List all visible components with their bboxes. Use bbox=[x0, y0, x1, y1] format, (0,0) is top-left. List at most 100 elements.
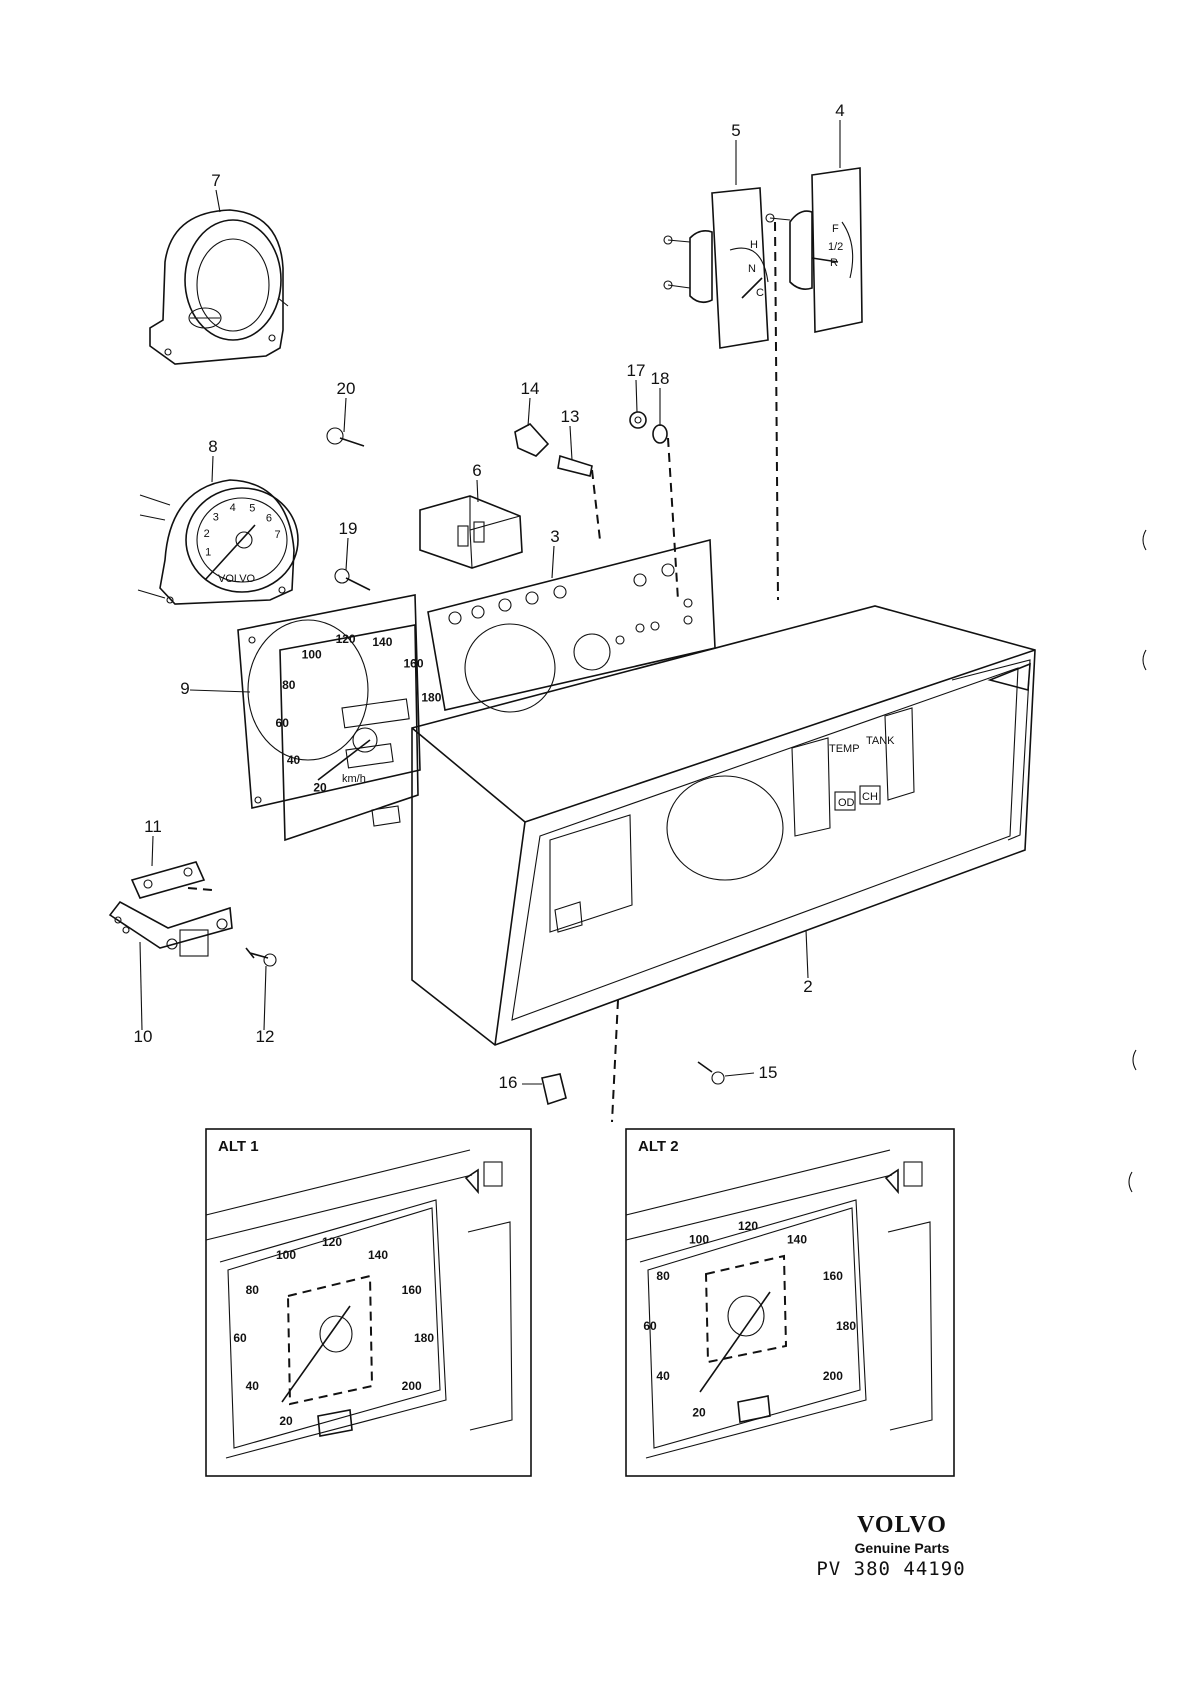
alt-2-inset: ALT 2 bbox=[625, 1128, 955, 1477]
speedo-tick-140: 140 bbox=[372, 635, 392, 649]
genuine-parts-label: Genuine Parts bbox=[854, 1540, 950, 1556]
callout-3: 3 bbox=[550, 527, 559, 546]
callout-12: 12 bbox=[256, 1027, 275, 1046]
alt2-tick-160: 160 bbox=[823, 1269, 843, 1283]
alt2-tick-20: 20 bbox=[692, 1406, 706, 1420]
part-20-screw bbox=[326, 427, 365, 447]
tacho-tick-5: 5 bbox=[249, 502, 255, 514]
tacho-tick-labels: 1 234 567 bbox=[204, 502, 281, 558]
fuel-half-label: 1/2 bbox=[828, 241, 843, 253]
tacho-tick-3: 3 bbox=[213, 512, 219, 524]
panel-temp-label: TEMP bbox=[829, 743, 860, 755]
tacho-tick-6: 6 bbox=[266, 512, 272, 524]
callout-10: 10 bbox=[134, 1027, 153, 1046]
alt1-tick-120: 120 bbox=[322, 1235, 342, 1249]
part-15-screw bbox=[697, 1061, 725, 1085]
speedo-tick-80: 80 bbox=[282, 678, 296, 692]
tacho-brand: VOLVO bbox=[218, 573, 256, 585]
callout-15: 15 bbox=[759, 1063, 778, 1082]
part-8-tachometer bbox=[137, 479, 299, 605]
temp-c-label: C bbox=[756, 287, 764, 299]
speedo-tick-100: 100 bbox=[302, 648, 322, 662]
part-7-gauge-housing bbox=[149, 209, 289, 365]
callout-18: 18 bbox=[651, 369, 670, 388]
temp-n-label: N bbox=[748, 263, 756, 275]
part-9-speedometer bbox=[237, 594, 421, 842]
alt2-tick-60: 60 bbox=[643, 1319, 657, 1333]
alt1-tick-80: 80 bbox=[246, 1283, 260, 1297]
part-16-clip bbox=[541, 1073, 567, 1106]
alt1-tick-20: 20 bbox=[279, 1414, 293, 1428]
callout-17: 17 bbox=[627, 361, 646, 380]
alt-1-tick-labels: 20 40 60 80 100 120 140 160 180 200 bbox=[233, 1235, 434, 1428]
callout-8: 8 bbox=[208, 437, 217, 456]
callout-5: 5 bbox=[731, 121, 740, 140]
panel-ch-label: CH bbox=[862, 791, 878, 803]
alt2-tick-40: 40 bbox=[656, 1369, 670, 1383]
alt2-tick-80: 80 bbox=[656, 1269, 670, 1283]
alt2-tick-100: 100 bbox=[689, 1232, 709, 1246]
speedo-tick-160: 160 bbox=[403, 656, 423, 670]
speedo-tick-40: 40 bbox=[287, 753, 301, 767]
callout-14: 14 bbox=[521, 379, 540, 398]
callout-13: 13 bbox=[561, 407, 580, 426]
speedo-tick-labels: 20 40 60 80 100 120 140 160 180 bbox=[276, 632, 442, 794]
callout-6: 6 bbox=[472, 461, 481, 480]
volvo-logo: VOLVO bbox=[857, 1512, 947, 1538]
speedo-unit: km/h bbox=[342, 773, 366, 785]
speedo-tick-120: 120 bbox=[336, 632, 356, 646]
alt-2-label: ALT 2 bbox=[638, 1138, 679, 1155]
leader-lines bbox=[139, 120, 841, 1085]
fuel-f-label: F bbox=[832, 223, 839, 235]
speedo-tick-60: 60 bbox=[276, 716, 290, 730]
callout-4: 4 bbox=[835, 101, 844, 120]
callout-19: 19 bbox=[339, 519, 358, 538]
tacho-tick-2: 2 bbox=[204, 528, 210, 540]
margin-marks bbox=[1128, 529, 1147, 1193]
callout-11: 11 bbox=[144, 817, 162, 836]
document-number: PV 380 44190 bbox=[816, 1558, 966, 1580]
alt1-tick-180: 180 bbox=[414, 1331, 434, 1345]
speedo-tick-20: 20 bbox=[313, 780, 327, 794]
alt2-tick-120: 120 bbox=[738, 1219, 758, 1233]
part-13-bulb bbox=[557, 454, 593, 477]
callout-2: 2 bbox=[803, 977, 812, 996]
callout-16: 16 bbox=[499, 1073, 518, 1092]
alt1-tick-200: 200 bbox=[402, 1379, 422, 1393]
alt1-tick-40: 40 bbox=[246, 1379, 260, 1393]
part-5-temp-gauge bbox=[663, 187, 769, 349]
part-4-fuel-gauge bbox=[765, 167, 863, 333]
part-3-circuit-board bbox=[427, 538, 716, 713]
alt-1-label: ALT 1 bbox=[218, 1138, 259, 1155]
callout-9: 9 bbox=[180, 679, 189, 698]
alt2-tick-140: 140 bbox=[787, 1232, 807, 1246]
alt2-tick-180: 180 bbox=[836, 1319, 856, 1333]
alt2-tick-200: 200 bbox=[823, 1369, 843, 1383]
part-2-instrument-housing: TEMP TANK OD CH bbox=[411, 605, 1036, 1046]
temp-h-label: H bbox=[750, 239, 758, 251]
part-12-screw bbox=[245, 947, 277, 967]
gauge-face-text: H N C F 1/2 R VOLVO km/h bbox=[218, 223, 843, 785]
alt-1-inset: ALT 1 bbox=[205, 1128, 532, 1477]
part-10-11-bracket bbox=[108, 861, 233, 957]
fuel-r-label: R bbox=[830, 257, 838, 269]
tacho-tick-4: 4 bbox=[230, 502, 236, 514]
tacho-tick-7: 7 bbox=[274, 529, 280, 541]
callout-7: 7 bbox=[211, 171, 220, 190]
part-6-connector bbox=[419, 495, 523, 569]
alt1-tick-140: 140 bbox=[368, 1248, 388, 1262]
part-14-bulb-holder bbox=[514, 422, 550, 457]
speedo-tick-180: 180 bbox=[421, 690, 441, 704]
alt1-tick-160: 160 bbox=[402, 1283, 422, 1297]
assembly-lines bbox=[187, 221, 779, 1123]
alt1-tick-60: 60 bbox=[233, 1331, 247, 1345]
callout-20: 20 bbox=[337, 379, 356, 398]
panel-tank-label: TANK bbox=[866, 735, 895, 747]
tacho-tick-1: 1 bbox=[205, 547, 211, 559]
part-17-nut bbox=[629, 411, 647, 429]
part-19-screw bbox=[334, 568, 371, 591]
panel-od-label: OD bbox=[838, 797, 855, 809]
alt-2-tick-labels: 20 40 60 80 100 120 140 160 180 200 bbox=[643, 1219, 856, 1420]
part-18-washer bbox=[652, 424, 668, 444]
alt1-tick-100: 100 bbox=[276, 1248, 296, 1262]
